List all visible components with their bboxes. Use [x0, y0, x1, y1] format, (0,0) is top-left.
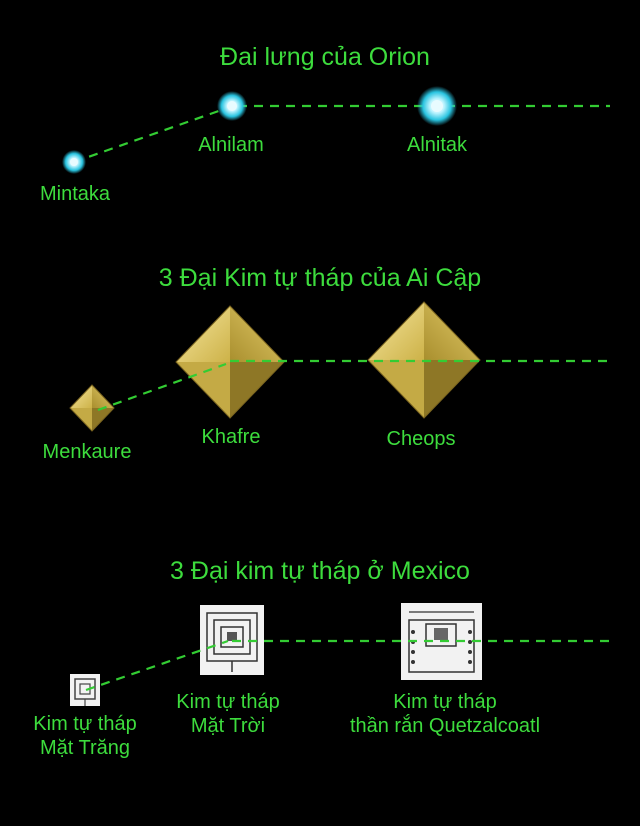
- label-mintaka: Mintaka: [39, 183, 111, 205]
- egypt-section: [69, 301, 610, 432]
- label-cheops: Cheops: [386, 428, 456, 450]
- mexico-section: [70, 603, 610, 706]
- label-menkaure: Menkaure: [42, 441, 132, 463]
- label-alnitak: Alnitak: [406, 134, 468, 156]
- label-sun-pyramid: Kim tự tháp Mặt Trời: [148, 690, 308, 738]
- label-sun-line1: Kim tự tháp: [176, 691, 280, 713]
- mexico-title: 3 Đại kim tự tháp ở Mexico: [170, 557, 470, 585]
- pyramid-cheops: [367, 301, 481, 419]
- star-alnilam: [217, 91, 247, 121]
- label-alnilam: Alnilam: [198, 134, 264, 156]
- label-khafre: Khafre: [201, 426, 261, 448]
- egypt-title: 3 Đại Kim tự tháp của Ai Cập: [158, 264, 482, 292]
- label-sun-line2: Mặt Trời: [190, 715, 266, 737]
- orion-alignment-line: [73, 104, 610, 164]
- pyramid-menkaure: [69, 384, 115, 432]
- label-quetzalcoatl-line2: thần rắn Quetzalcoatl: [349, 715, 541, 737]
- orion-title: Đai lưng của Orion: [220, 43, 430, 71]
- label-moon-line1: Kim tự tháp: [33, 713, 137, 735]
- pyramid-moon: [70, 674, 100, 706]
- orion-section: [62, 86, 610, 174]
- star-mintaka: [62, 150, 86, 174]
- label-moon-pyramid: Kim tự tháp Mặt Trăng: [5, 712, 165, 760]
- label-quetzalcoatl-pyramid: Kim tự tháp thần rắn Quetzalcoatl: [310, 690, 580, 738]
- label-moon-line2: Mặt Trăng: [39, 737, 131, 759]
- label-quetzalcoatl-line1: Kim tự tháp: [393, 691, 497, 713]
- egypt-alignment-line: [97, 359, 610, 412]
- star-alnitak: [417, 86, 457, 126]
- mexico-alignment-line: [85, 639, 610, 692]
